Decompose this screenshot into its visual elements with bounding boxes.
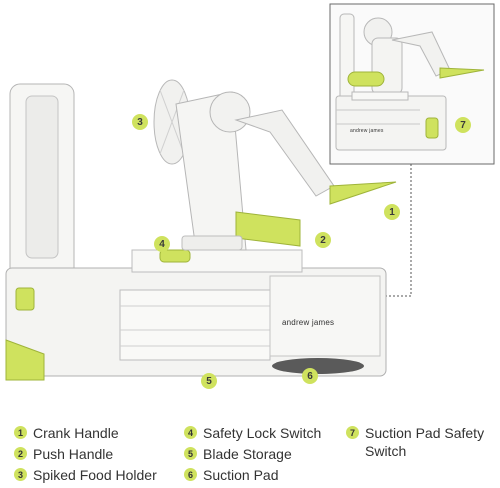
legend-number: 5 bbox=[184, 447, 197, 460]
brand-text: andrew james bbox=[282, 318, 335, 327]
legend-number: 4 bbox=[184, 426, 197, 439]
callout-6: 6 bbox=[302, 368, 318, 384]
callout-3: 3 bbox=[132, 114, 148, 130]
callout-2: 2 bbox=[315, 232, 331, 248]
product-illustration: andrew james andrew james 3 1 2 4 5 6 7 bbox=[5, 3, 495, 389]
spiralizer-drawing bbox=[5, 3, 495, 381]
legend-number: 7 bbox=[346, 426, 359, 439]
leader-line bbox=[382, 164, 412, 297]
callout-4: 4 bbox=[154, 236, 170, 252]
legend-label: Safety Lock Switch bbox=[203, 425, 322, 441]
legend-label: Crank Handle bbox=[33, 425, 119, 441]
legend-label: Spiked Food Holder bbox=[33, 467, 157, 483]
legend-item-push-handle: 2 Push Handle bbox=[14, 445, 113, 463]
legend-number: 3 bbox=[14, 468, 27, 481]
legend-number: 6 bbox=[184, 468, 197, 481]
legend-label: Suction Pad Safety Switch bbox=[365, 425, 485, 459]
legend-item-suction-pad-safety-switch: 7 Suction Pad Safety Switch bbox=[346, 424, 496, 460]
legend-item-safety-lock-switch: 4 Safety Lock Switch bbox=[184, 424, 321, 442]
legend-number: 2 bbox=[14, 447, 27, 460]
inset-brand-text: andrew james bbox=[350, 128, 384, 134]
callout-7: 7 bbox=[455, 117, 471, 133]
legend-item-crank-handle: 1 Crank Handle bbox=[14, 424, 119, 442]
legend-item-spiked-food-holder: 3 Spiked Food Holder bbox=[14, 466, 157, 484]
callout-5: 5 bbox=[201, 373, 217, 389]
legend-number: 1 bbox=[14, 426, 27, 439]
legend-label: Blade Storage bbox=[203, 446, 292, 462]
legend-label: Push Handle bbox=[33, 446, 114, 462]
legend: 1 Crank Handle 2 Push Handle 3 Spiked Fo… bbox=[0, 424, 500, 488]
inset-spiralizer bbox=[335, 13, 485, 151]
legend-item-blade-storage: 5 Blade Storage bbox=[184, 445, 292, 463]
main-spiralizer bbox=[5, 79, 397, 381]
callout-1: 1 bbox=[384, 204, 400, 220]
legend-label: Suction Pad bbox=[203, 467, 279, 483]
legend-item-suction-pad: 6 Suction Pad bbox=[184, 466, 279, 484]
